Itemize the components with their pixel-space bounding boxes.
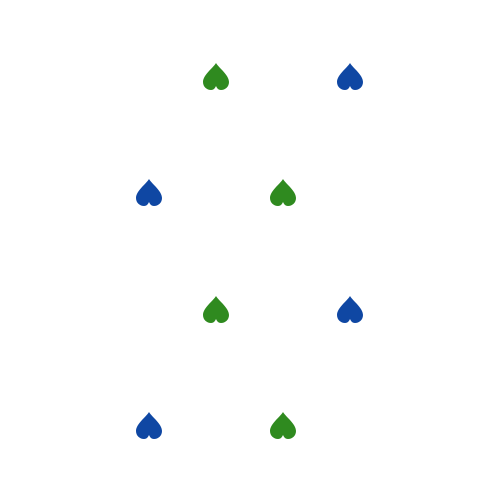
green-heart-icon [203,63,229,90]
green-heart-icon [270,412,296,439]
green-heart-icon [270,179,296,206]
blue-heart-icon [337,296,363,323]
blue-heart-icon [136,179,162,206]
blue-heart-icon [337,63,363,90]
blue-heart-icon [136,412,162,439]
green-heart-icon [203,296,229,323]
